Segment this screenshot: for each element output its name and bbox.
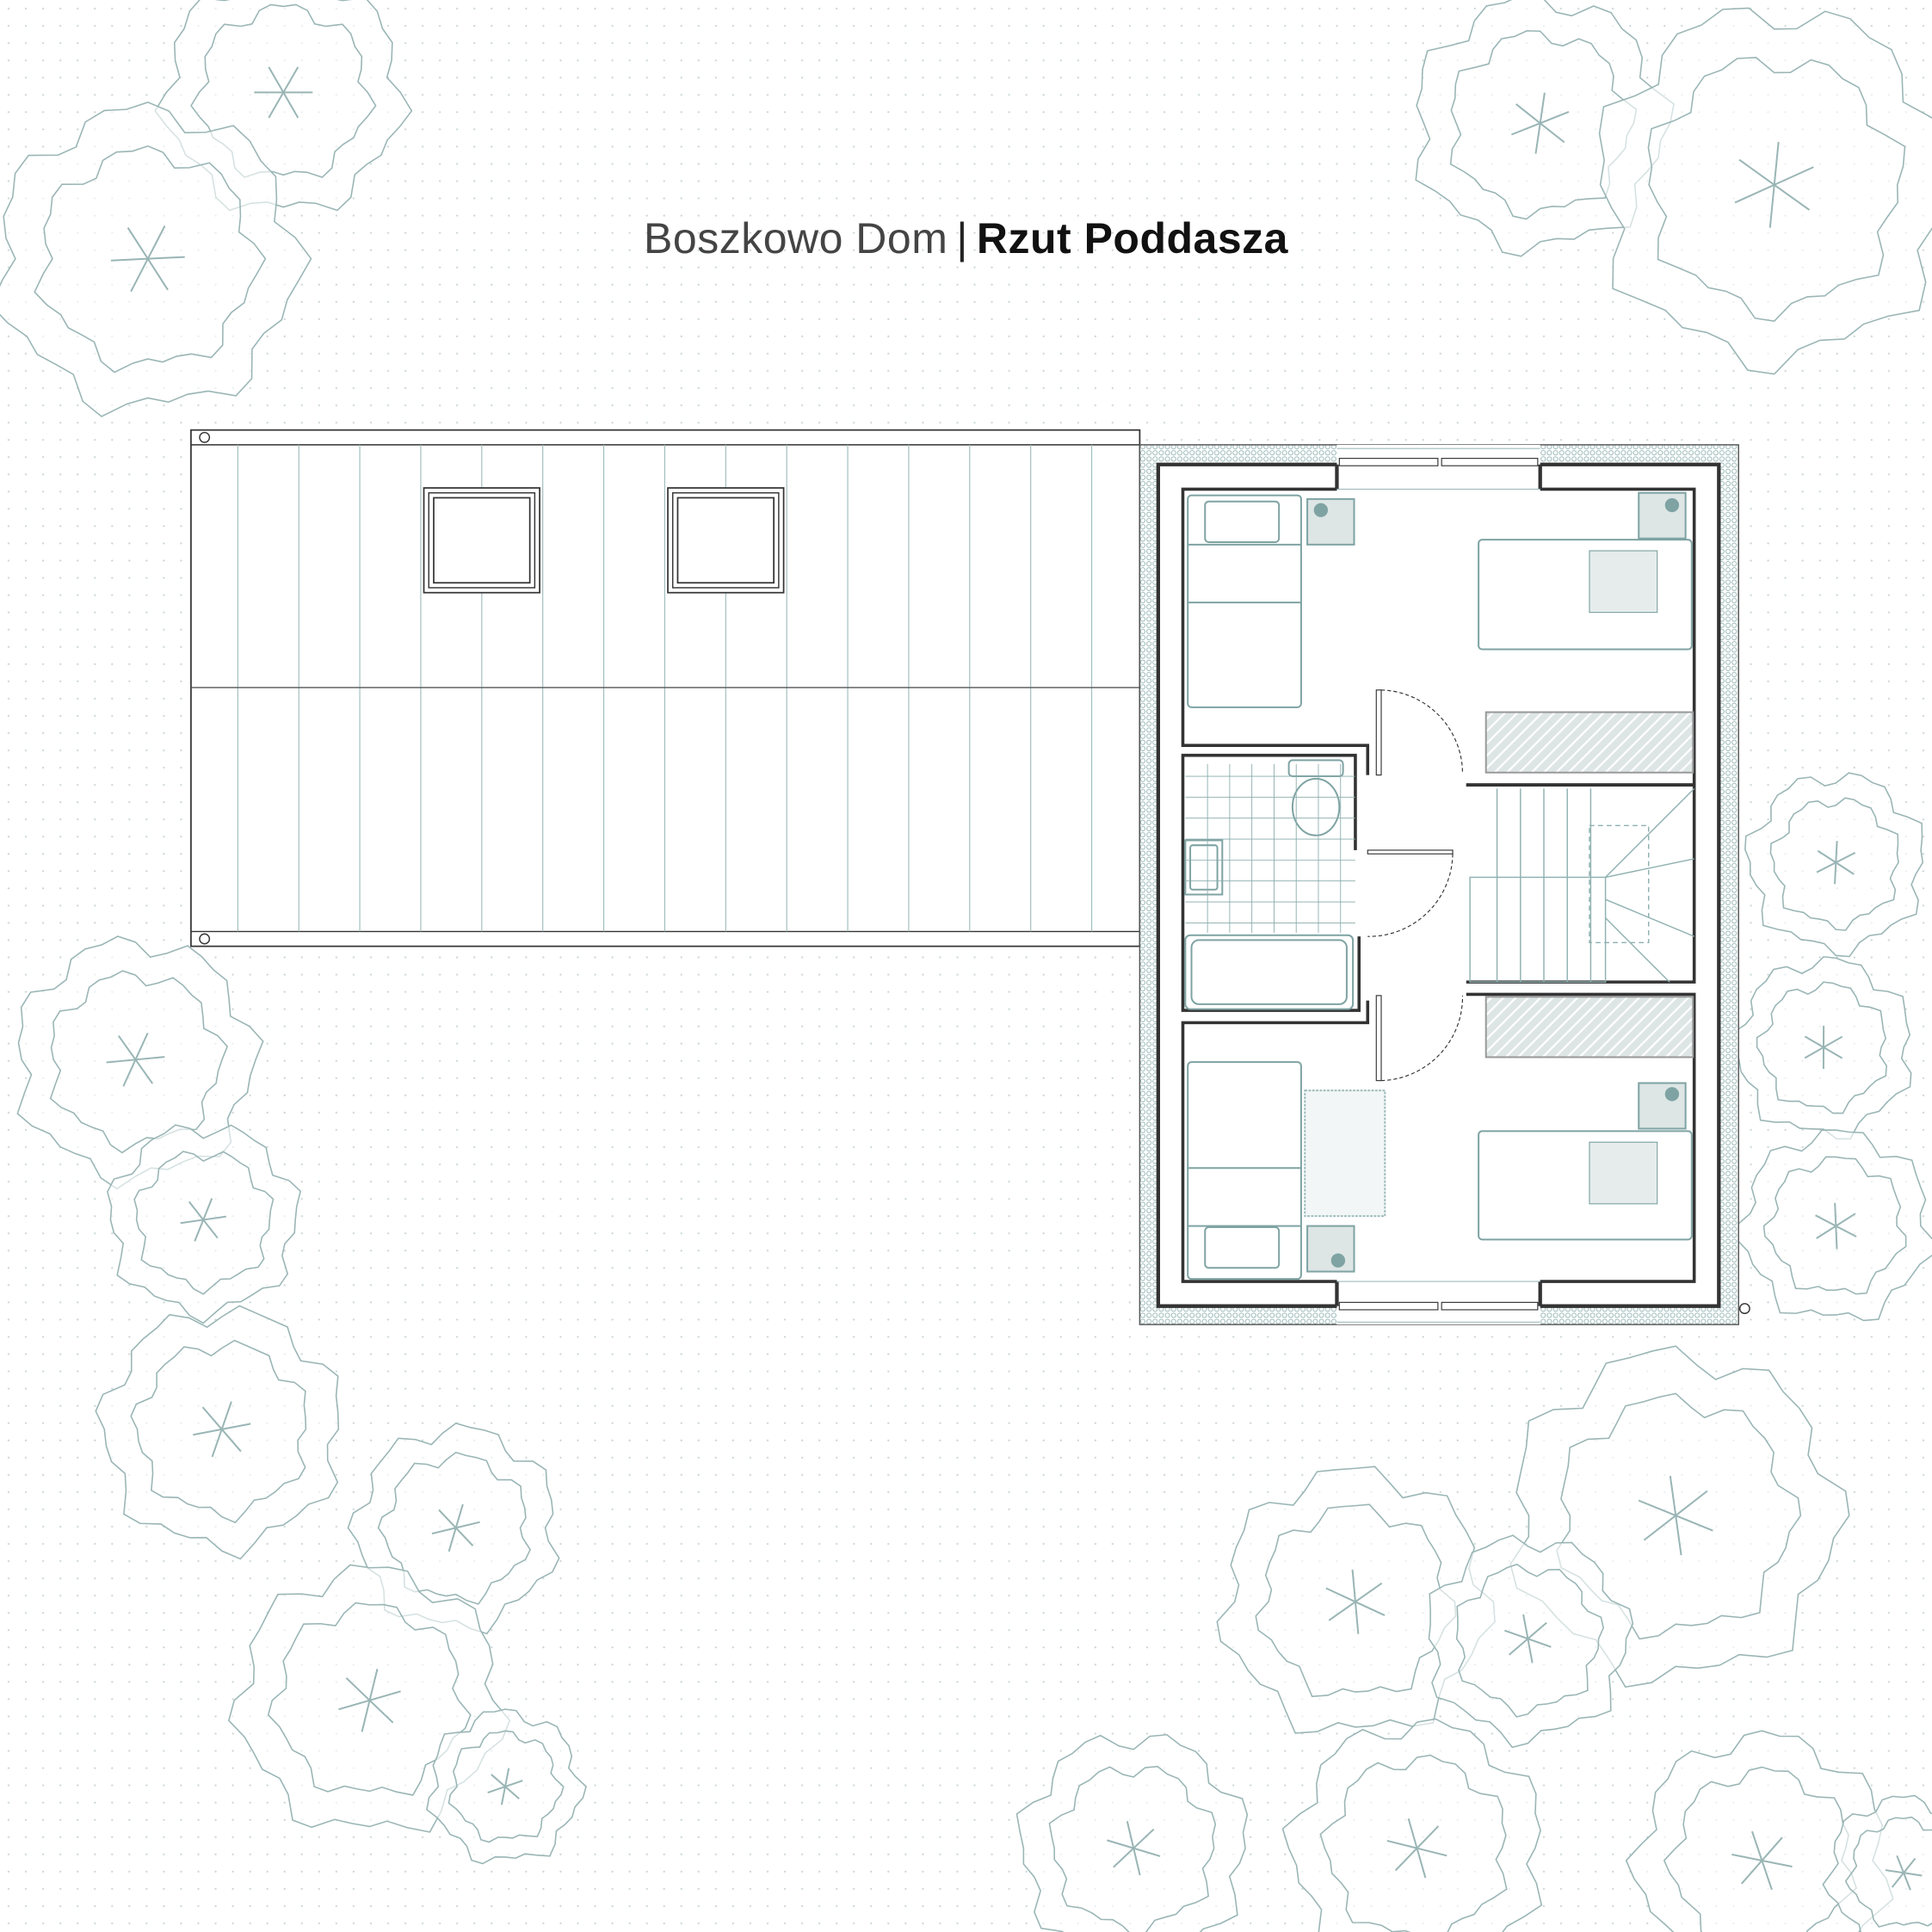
sink xyxy=(1184,839,1224,896)
tree-icon xyxy=(1822,1794,1932,1932)
bathtub xyxy=(1184,934,1355,1010)
wardrobe-bottom xyxy=(1484,996,1694,1059)
wardrobe-top xyxy=(1484,711,1694,774)
downpipe-icon xyxy=(199,933,211,945)
nightstand xyxy=(1638,1082,1687,1130)
downpipe-icon xyxy=(1738,1303,1750,1314)
skylight xyxy=(667,487,785,594)
nightstand xyxy=(1306,497,1355,546)
door-bedroom-bottom-left[interactable] xyxy=(1375,995,1464,1082)
tree-icon xyxy=(1216,1466,1496,1734)
tree-icon xyxy=(0,101,312,417)
tree-icon xyxy=(1015,1733,1249,1932)
bed-bottom-right xyxy=(1478,1130,1693,1241)
door-bedroom-top-left[interactable] xyxy=(1375,689,1464,776)
tree-icon xyxy=(1428,1534,1634,1749)
bed-top-left xyxy=(1187,494,1302,708)
bed-top-right xyxy=(1478,539,1693,651)
downpipe-icon xyxy=(199,431,211,443)
tree-icon xyxy=(1730,955,1912,1140)
tree-icon xyxy=(1735,1129,1932,1322)
tree-icon xyxy=(1281,1718,1543,1932)
toilet xyxy=(1287,759,1344,836)
window-top xyxy=(1336,448,1540,490)
skylight xyxy=(423,487,540,594)
tree-icon xyxy=(426,1708,587,1865)
staircase xyxy=(1469,787,1695,983)
attic-floor xyxy=(1139,444,1750,1325)
furniture xyxy=(1184,491,1694,1281)
drawing-title: Boszkowo Dom|Rzut Poddasza xyxy=(0,213,1932,263)
tree-icon xyxy=(1744,772,1924,958)
tree-icon xyxy=(1598,7,1932,375)
plan-name: Rzut Poddasza xyxy=(976,214,1288,262)
rug xyxy=(1304,1089,1386,1218)
nightstand xyxy=(1306,1225,1355,1273)
bed-bottom-left xyxy=(1187,1061,1302,1281)
bathroom-tiles xyxy=(1185,763,1355,933)
door-bathroom[interactable] xyxy=(1367,849,1454,937)
window-bottom xyxy=(1336,1281,1540,1323)
nightstand xyxy=(1638,491,1687,540)
tree-icon xyxy=(107,1124,302,1324)
title-separator: | xyxy=(956,214,968,262)
roof-plan xyxy=(190,429,1141,947)
project-name: Boszkowo Dom xyxy=(644,214,948,262)
interior-walls xyxy=(1181,487,1696,1283)
tree-icon xyxy=(95,1305,340,1560)
